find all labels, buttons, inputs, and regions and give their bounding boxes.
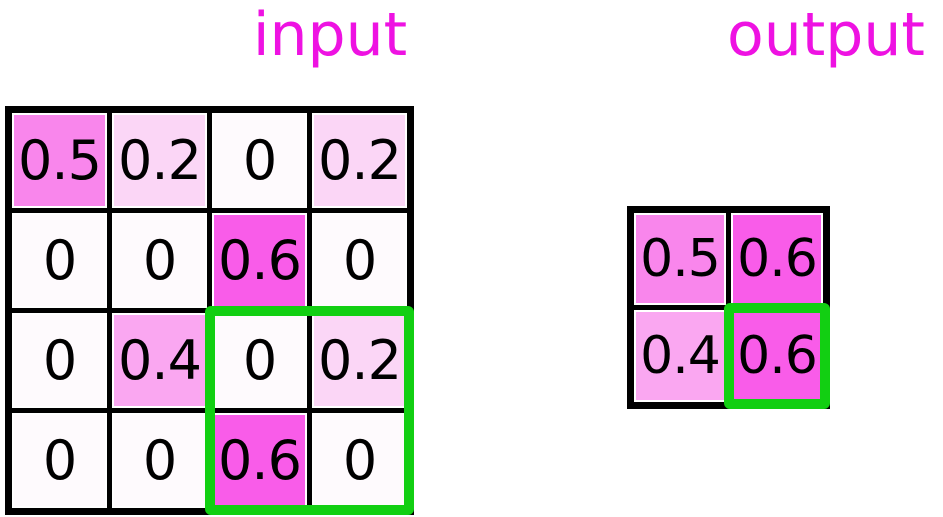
output-cell-0-1: 0.6 [733, 215, 821, 303]
input-cell-1-2: 0.6 [214, 215, 305, 306]
input-cell-1-1: 0 [114, 215, 205, 306]
input-cell-0-0: 0.5 [14, 115, 105, 206]
input-cell-2-3: 0.2 [314, 315, 405, 406]
output-grid: 0.5 0.6 0.4 0.6 [627, 206, 830, 409]
input-cell-0-2: 0 [214, 115, 305, 206]
output-cell-1-1: 0.6 [733, 312, 821, 400]
input-cell-1-3: 0 [314, 215, 405, 306]
input-cell-3-3: 0 [314, 415, 405, 506]
input-cell-2-2: 0 [214, 315, 305, 406]
input-cell-3-0: 0 [14, 415, 105, 506]
input-cell-1-0: 0 [14, 215, 105, 306]
output-cell-0-0: 0.5 [636, 215, 724, 303]
output-cell-1-0: 0.4 [636, 312, 724, 400]
input-cell-3-2: 0.6 [214, 415, 305, 506]
input-cell-0-3: 0.2 [314, 115, 405, 206]
input-cell-0-1: 0.2 [114, 115, 205, 206]
input-grid: 0.5 0.2 0 0.2 0 0 0.6 0 0 0.4 0 0.2 0 0 … [5, 106, 414, 515]
input-cell-2-0: 0 [14, 315, 105, 406]
input-cell-2-1: 0.4 [114, 315, 205, 406]
input-cell-3-1: 0 [114, 415, 205, 506]
output-title: output [727, 0, 925, 70]
input-title: input [252, 0, 408, 70]
